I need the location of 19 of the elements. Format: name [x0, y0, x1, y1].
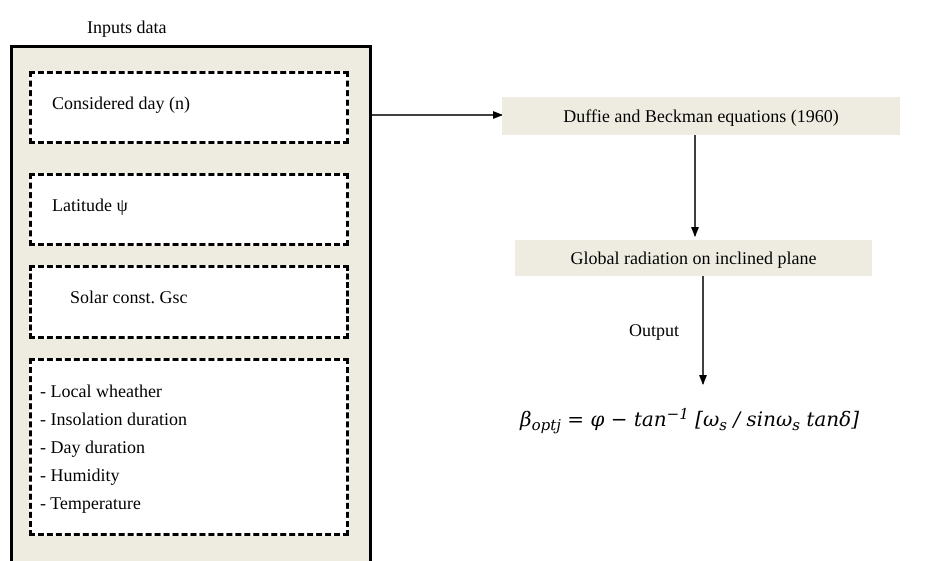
input-box	[29, 358, 349, 536]
list-item: - Temperature	[40, 492, 142, 515]
arrow	[699, 276, 707, 385]
process-box: Duffie and Beckman equations (1960)	[502, 97, 900, 135]
arrow	[372, 111, 503, 119]
list-item: - Local wheather	[40, 380, 163, 403]
list-item: - Insolation duration	[40, 408, 188, 431]
input-box	[29, 173, 349, 246]
list-item: - Humidity	[40, 464, 120, 487]
input-label: Considered day (n)	[52, 92, 191, 115]
input-label: Solar const. Gsc	[70, 286, 188, 309]
input-label: Latitude ψ	[52, 194, 129, 217]
panel-heading: Inputs data	[87, 16, 166, 39]
list-item: - Day duration	[40, 436, 146, 459]
input-box	[29, 265, 349, 339]
formula: β$_{optj}$ = φ − tan$^{−1}$ [ω$_{s}$ / sinω$_{s}$ tanδ]	[520, 404, 860, 434]
arrow	[691, 135, 699, 237]
process-box: Global radiation on inclined plane	[515, 240, 872, 276]
input-box	[29, 71, 349, 144]
